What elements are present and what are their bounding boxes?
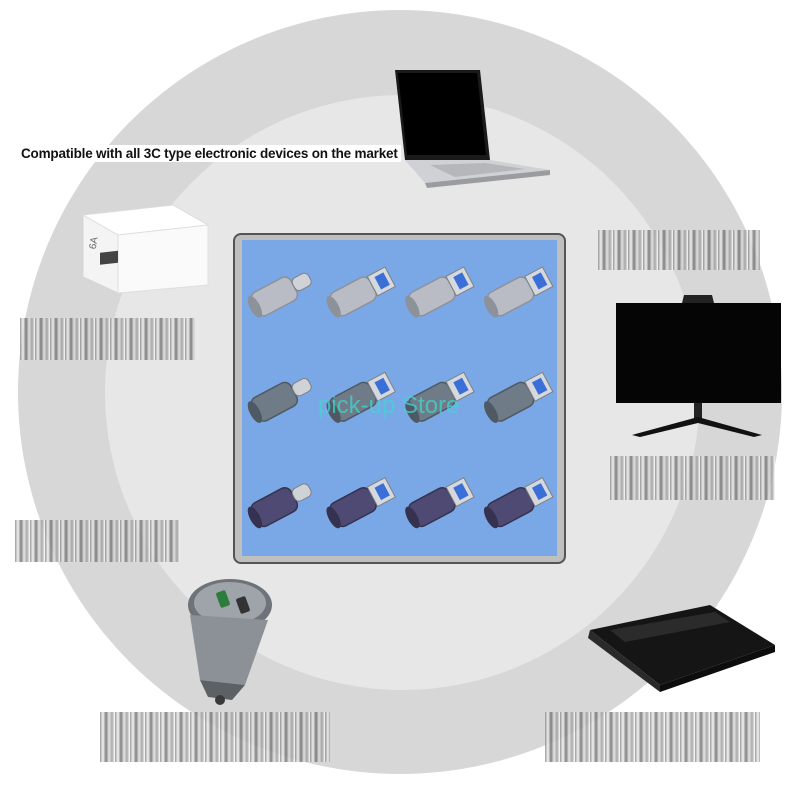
- adapter-purple-usb-a-female-to-usb-c: [326, 476, 396, 529]
- stripe-right-top: [598, 230, 760, 270]
- laptop-icon: [395, 70, 550, 188]
- power-bank-icon: [588, 605, 775, 692]
- adapter-purple-usb-c-to-usb-c: [247, 483, 312, 529]
- stripe-right-mid: [610, 456, 775, 500]
- adapter-gunmetal-usb-a-female-to-usb-c: [326, 371, 396, 423]
- stripe-left-top: [20, 318, 195, 360]
- car-charger-icon: [188, 579, 272, 705]
- adapter-silver-usb-a-female-to-usb-c: [326, 266, 396, 318]
- charger-label: 6A: [88, 236, 101, 250]
- adapter-gunmetal-usb-a-to-usb-c-female: [483, 371, 554, 423]
- adapter-purple-usb-a-to-usb-c-female: [483, 476, 554, 529]
- stripe-bottom-left: [100, 712, 330, 762]
- adapter-silver-usb-a-to-usb-c: [405, 266, 475, 318]
- stripe-left-bottom: [15, 520, 180, 562]
- compatibility-headline: Compatible with all 3C type electronic d…: [18, 145, 401, 162]
- adapter-silver-usb-c-to-usb-c: [247, 272, 312, 318]
- adapter-purple-usb-a-to-usb-c: [405, 476, 475, 529]
- adapter-gunmetal-usb-c-to-usb-c: [247, 378, 312, 423]
- adapter-gunmetal-usb-a-to-usb-c: [405, 371, 475, 423]
- store-watermark: pick-up Store: [318, 392, 460, 419]
- adapter-silver-usb-a-to-usb-c-female: [483, 266, 554, 318]
- wall-charger-icon: 6A: [81, 204, 210, 294]
- product-panel: [242, 240, 557, 556]
- monitor-icon: [616, 295, 781, 437]
- adapter-grid: [247, 266, 554, 529]
- stripe-bottom-right: [545, 712, 760, 762]
